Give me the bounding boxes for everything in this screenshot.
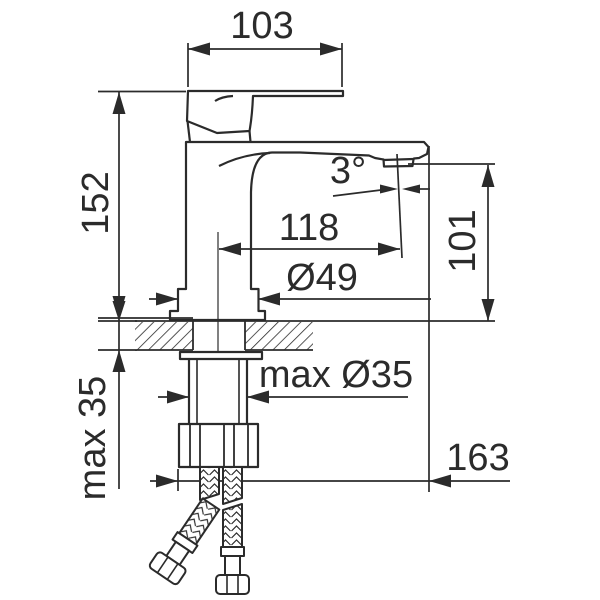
countertop-hatch-right — [245, 322, 313, 350]
hose-left-hex-nut — [148, 551, 187, 586]
ext-line-3deg-slanted — [396, 153, 403, 259]
hose-left-bent-assembly — [148, 497, 221, 586]
leader-3deg-left — [332, 189, 382, 197]
arrow-118-right — [378, 242, 400, 256]
countertop-hatch-left — [135, 322, 193, 350]
supply-hoses — [148, 466, 250, 595]
hose-right-hex-nut — [215, 574, 250, 595]
arrow-163-left — [156, 474, 178, 488]
countertop — [135, 320, 495, 351]
arrow-163-right — [429, 474, 451, 488]
arrow-max35-bottom — [112, 350, 126, 372]
hose-left-upper-braid — [199, 466, 220, 501]
faucet-body-spout — [168, 140, 430, 322]
label-aerator-angle-3deg: 3° — [330, 150, 366, 192]
arrow-103-left — [188, 42, 210, 56]
under-counter-washer — [178, 350, 264, 361]
hose-left-hex-flat — [156, 556, 169, 574]
hose-left-hex-flat — [166, 563, 179, 580]
hose-right-lower-braid — [222, 503, 243, 548]
mounting-nut — [177, 422, 260, 469]
label-max-hole-diameter-d35: max Ø35 — [259, 354, 413, 396]
handle-underside-curve — [214, 94, 234, 102]
arrow-max35-top — [112, 301, 126, 321]
arrow-101-top — [481, 165, 495, 187]
label-spout-height-101: 101 — [442, 209, 484, 272]
dimension-labels: 103 152 3° 118 101 Ø49 max Ø35 max 35 16… — [72, 5, 510, 500]
arrow-3deg-left — [380, 184, 398, 194]
arrow-103-right — [320, 42, 342, 56]
aerator-top-edge — [383, 157, 414, 162]
arrow-152-top — [112, 92, 126, 114]
arrow-maxd35-left — [167, 390, 189, 404]
arrow-d49-left — [156, 292, 178, 306]
arrow-d49-right — [258, 292, 280, 306]
label-spout-reach-118: 118 — [279, 207, 340, 249]
label-total-height-152: 152 — [75, 171, 117, 234]
faucet-outline — [168, 89, 430, 469]
arrow-maxd35-right — [247, 390, 269, 404]
arrow-3deg-right — [402, 184, 420, 194]
arrow-101-bottom — [481, 299, 495, 321]
label-spout-width-103: 103 — [230, 5, 293, 47]
handle-neck-left — [186, 120, 192, 143]
hose-right-fitting-body — [224, 555, 241, 576]
handle-neck-right — [248, 130, 252, 143]
faucet-handle-lever — [185, 89, 345, 135]
label-base-diameter-d49: Ø49 — [286, 257, 358, 299]
dimension-arrowheads — [112, 42, 495, 488]
hose-right-ferrule — [220, 546, 245, 557]
label-overall-reach-163: 163 — [446, 437, 509, 479]
arrow-118-left — [219, 242, 241, 256]
label-max-deck-thickness-35: max 35 — [72, 376, 114, 501]
body-shoulder-arc — [218, 151, 271, 167]
hose-right-upper-braid — [222, 466, 243, 505]
